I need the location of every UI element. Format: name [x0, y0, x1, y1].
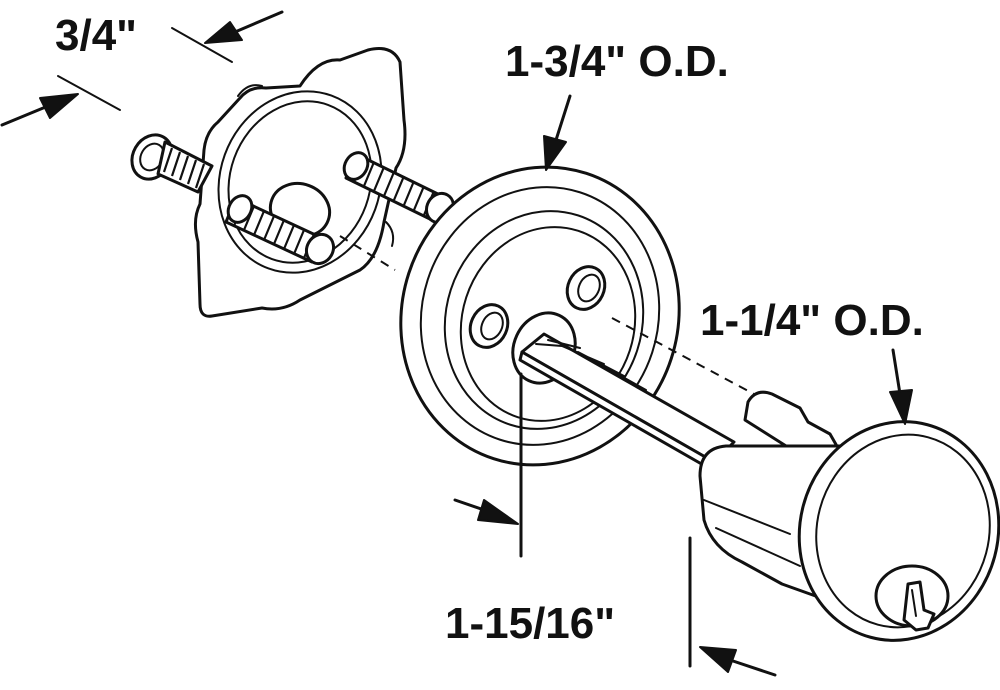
cylinder-face-outer [797, 420, 1000, 642]
plate-tab-right [385, 221, 395, 247]
screw-middle-end-back [226, 194, 254, 224]
trim-ring-recess [459, 226, 637, 422]
mounting-plate [193, 47, 407, 318]
trim-ring-hole-right [565, 265, 607, 311]
arrow-right-shaft [233, 10, 284, 34]
screw-middle [224, 194, 336, 266]
trim-ring-hole-left [468, 303, 510, 349]
plate-tab-top [237, 84, 263, 97]
arrow-length-right-head [699, 646, 737, 673]
arrow-left-head [39, 93, 79, 119]
extension-line-right [171, 27, 233, 63]
extension-line-left [57, 75, 121, 111]
arrow-right-head [204, 21, 243, 44]
screw-middle-tip [304, 232, 336, 266]
tailpiece-scores [535, 339, 647, 391]
screw-right-end-back [342, 151, 370, 181]
center-line-plate [339, 235, 396, 271]
screw-left [130, 133, 214, 194]
trim-ring-face [419, 186, 661, 446]
arrow-trim-od-shaft [554, 94, 572, 142]
tailpiece [518, 332, 736, 472]
cylinder-body-shading [703, 499, 801, 567]
cylinder-face-inner [815, 433, 991, 629]
length-dimension-markers [453, 372, 777, 677]
plate-ring-inner [227, 100, 373, 264]
label-trim-ring-od: 1-3/4" O.D. [505, 37, 729, 86]
label-cylinder-od: 1-1/4" O.D. [700, 296, 924, 345]
trim-ring-od-pointer [543, 94, 572, 171]
depth-dimension-markers [0, 10, 284, 127]
cylinder-od-pointer [889, 348, 913, 425]
arrow-trim-od-head [543, 135, 567, 171]
arrow-length-left-head [477, 499, 519, 525]
arrow-length-right-shaft [728, 658, 777, 677]
label-cylinder-length: 1-15/16" [445, 599, 615, 648]
arrow-left-shaft [0, 104, 50, 127]
keyway-icon [902, 580, 936, 632]
cylinder [698, 390, 1000, 642]
arrow-cylinder-od-head [889, 389, 913, 425]
trim-ring-inner-lip [443, 210, 645, 430]
label-mounting-depth: 3/4" [55, 11, 137, 60]
screw-right [342, 151, 456, 225]
arrow-cylinder-od-shaft [891, 348, 902, 396]
plate-ring-outer [217, 90, 383, 274]
